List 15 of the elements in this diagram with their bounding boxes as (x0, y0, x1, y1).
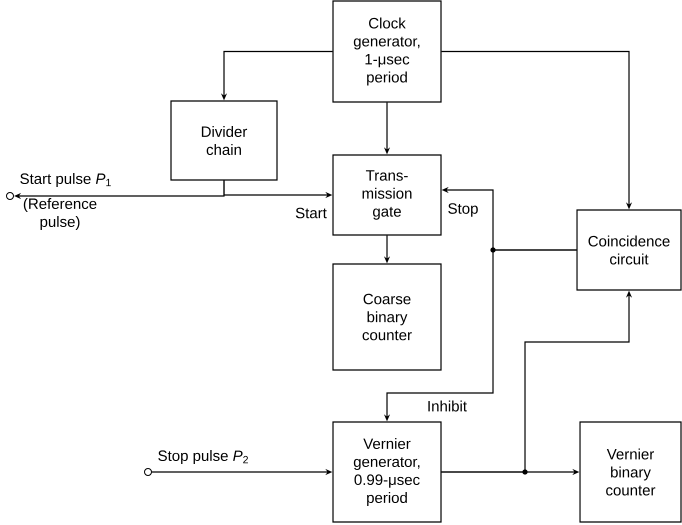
edge-label: Inhibit (426, 400, 468, 413)
block-box: Vernier generator, 0.99-μsec period (332, 421, 442, 523)
terminal-circle (144, 468, 152, 476)
block-box: Coarse binary counter (332, 263, 442, 371)
terminal-label: (Reference pulse) (24, 198, 96, 230)
terminal-label: Stop pulse P$_{2}$ (158, 450, 248, 464)
edge-label: Start (294, 206, 328, 220)
terminal-label: Start pulse P$_{1}$ (20, 173, 111, 187)
block-box: Trans- mission gate (332, 154, 442, 236)
block-box: Clock generator, 1-μsec period (332, 0, 442, 103)
block-box: Divider chain (170, 100, 278, 181)
block-box: Coincidence circuit (576, 209, 682, 291)
block-box: Vernier binary counter (579, 421, 682, 523)
edge-label: Stop (446, 202, 480, 218)
terminal-circle (6, 192, 14, 200)
